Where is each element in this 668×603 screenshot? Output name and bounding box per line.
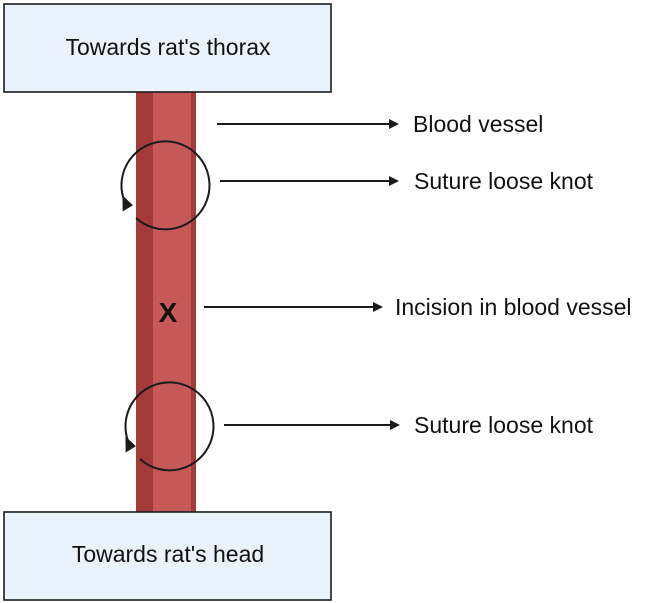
head-box-rect <box>3 511 332 601</box>
blood-vessel-label: Blood vessel <box>413 111 543 137</box>
suture-loop-bottom-path <box>124 381 215 472</box>
suture-top-label: Suture loose knot <box>414 168 594 194</box>
suture-loop-bottom-arrowhead <box>125 436 136 453</box>
vessel-highlight <box>153 92 191 512</box>
suture-loop-top-path <box>120 140 211 231</box>
suture-loop-bottom-icon <box>124 381 215 472</box>
suture-loop-top-icon <box>120 140 211 231</box>
suture-loop-top-arrowhead <box>122 195 133 212</box>
incision-mark: X <box>159 297 178 328</box>
thorax-box: Towards rat's thorax <box>3 3 332 93</box>
thorax-box-rect <box>3 3 332 93</box>
head-box: Towards rat's head <box>3 511 332 601</box>
incision-label: Incision in blood vessel <box>395 294 632 320</box>
thorax-box-label: Towards rat's thorax <box>65 34 271 60</box>
head-box-label: Towards rat's head <box>72 541 264 567</box>
blood-vessel <box>136 92 196 512</box>
suture-bottom-label: Suture loose knot <box>414 412 594 438</box>
